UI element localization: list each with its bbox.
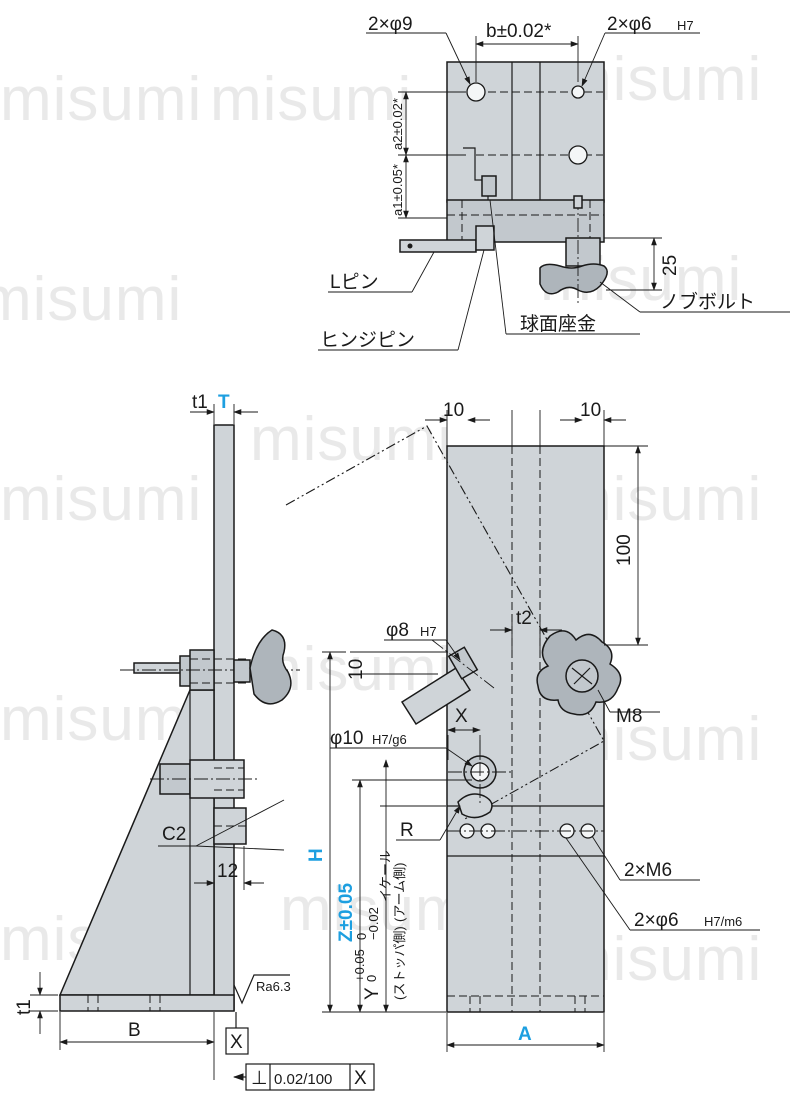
holes-d9-label: 2×φ9: [368, 14, 413, 35]
m8-label: M8: [616, 706, 642, 727]
hole-d6-1: [571, 85, 585, 99]
x-dim-label: X: [455, 706, 468, 727]
r-label: R: [400, 820, 414, 841]
Z-label: Z±0.05: [336, 883, 357, 942]
top-view: b±0.02* 2×φ9 2×φ6 H7 a2±0.02* a1±0.05* 2…: [318, 14, 790, 351]
side-view: t1 T C2 12 t1 B Ra6.3 X: [14, 392, 375, 1091]
Y-tol-upper: +0.05: [352, 949, 367, 982]
H-label: H: [306, 848, 327, 862]
t1-label: t1: [192, 392, 208, 413]
watermark-text: misumi: [210, 65, 412, 134]
datum-x-box: [225, 1027, 249, 1055]
l-pin-label: Lピン: [330, 272, 379, 293]
A-label: A: [518, 1024, 532, 1045]
arm-phantom: [285, 425, 605, 821]
washer-shape: [565, 237, 601, 267]
holes-d6-bottom-label: 2×φ6: [634, 910, 679, 931]
arm-side-label: (アーム側): [392, 863, 407, 923]
tolerance-frame: [245, 1063, 375, 1091]
watermark-text: misumi: [0, 65, 202, 134]
dim-10-pin-label: 10: [346, 659, 367, 680]
top-plate: [446, 61, 605, 203]
hinge-pin-label: ヒンジピン: [320, 330, 415, 351]
phi8-tol: H7: [420, 624, 437, 639]
ra-label: Ra6.3: [256, 979, 291, 994]
m6-label: 2×M6: [624, 860, 672, 881]
Y-tol-lower: 0: [364, 975, 379, 982]
dim-a2-label: a2±0.02*: [390, 98, 405, 150]
dim-100-label: 100: [614, 534, 635, 566]
yoke-label: イケール: [378, 850, 393, 902]
hole-d9-1: [466, 82, 486, 102]
dim-25-label: 25: [660, 255, 681, 276]
tolerance-datum: X: [354, 1068, 367, 1089]
front-l-pin: [400, 666, 472, 726]
knob-shape: [539, 263, 608, 295]
stopper-side-label: (ストッパ側): [392, 926, 407, 1000]
Y-tol2-upper: 0: [354, 933, 369, 940]
watermark-text: misumi: [0, 465, 202, 534]
phi10-tol: H7/g6: [372, 732, 407, 747]
watermark-text: misumi: [250, 405, 452, 474]
t2-label: t2: [516, 608, 532, 629]
holes-d6-bottom-tol: H7/m6: [704, 914, 742, 929]
holes-d6-label: 2×φ6: [607, 14, 652, 35]
knob-bolt-label: ノブボルト: [660, 290, 755, 313]
front-plate: [446, 445, 605, 1013]
datum-x-label: X: [230, 1032, 243, 1053]
perpendicularity-symbol: ⊥: [251, 1068, 268, 1089]
T-label: T: [218, 392, 230, 413]
spherical-washer-label: 球面座金: [520, 313, 596, 335]
dim-b-label: b±0.02*: [486, 21, 552, 42]
B-label: B: [128, 1020, 141, 1041]
front-view: 10 10 100 t2 φ8 H7 10 M8 X φ10: [285, 400, 760, 1052]
phi10-label: φ10: [330, 728, 363, 749]
side-base-plate: [59, 994, 235, 1012]
dim-10-right-label: 10: [580, 400, 601, 421]
Y-label: Y: [362, 987, 383, 1000]
dim-12-label: 12: [217, 861, 238, 882]
phi8-label: φ8: [386, 620, 409, 641]
holes-d6-tol: H7: [677, 18, 694, 33]
tolerance-value: 0.02/100: [274, 1071, 332, 1088]
t1-base-label: t1: [14, 999, 35, 1015]
watermark-text: misumi: [0, 265, 182, 334]
Y-tol2-lower: −0.02: [366, 907, 381, 940]
side-vertical-plate: [213, 424, 235, 1011]
c2-label: C2: [162, 824, 186, 845]
dim-10-left-label: 10: [443, 400, 464, 421]
dim-a1-label: a1±0.05*: [390, 164, 405, 216]
side-knob: [249, 629, 292, 705]
hole-d9-2: [568, 145, 588, 165]
